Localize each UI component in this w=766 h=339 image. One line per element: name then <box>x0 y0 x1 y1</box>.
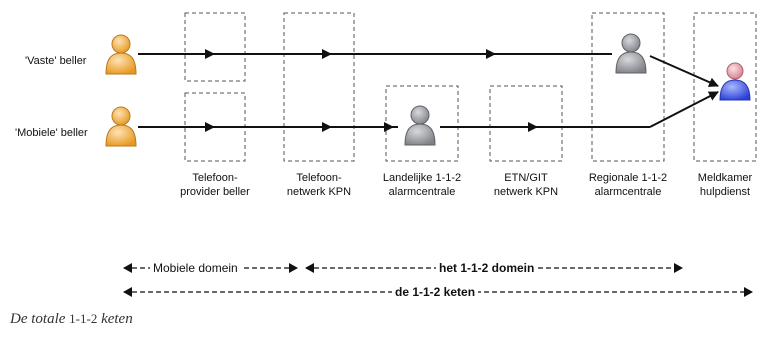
person-icon-vaste-beller <box>105 34 137 75</box>
box-telefoonprovider-top <box>184 12 246 82</box>
box-telefoonnetwerk <box>283 12 355 162</box>
label-regionale: Regionale 1-1-2 alarmcentrale <box>582 171 674 199</box>
domain-het112-label: het 1-1-2 domein <box>436 261 538 275</box>
label-meldkamer-line2: hulpdienst <box>699 186 751 198</box>
label-meldkamer: Meldkamer hulpdienst <box>679 171 766 199</box>
range-keten-left-arrow <box>123 287 132 297</box>
person-icon-regionale-operator <box>615 33 647 74</box>
arrow-mobiel-4 <box>528 122 538 132</box>
label-landelijke-line2: alarmcentrale <box>388 186 456 198</box>
range-het112-right-arrow <box>674 263 683 273</box>
person-icon-landelijke-operator <box>404 105 436 146</box>
domain-mobiel-label: Mobiele domein <box>150 261 241 275</box>
arrow-mobiel-2 <box>322 122 332 132</box>
label-etn-line1: ETN/GIT <box>504 172 548 184</box>
label-telefoonprovider-line1: Telefoon- <box>192 172 238 184</box>
label-telefoonnetwerk-line1: Telefoon- <box>296 172 342 184</box>
range-het112-left-arrow <box>305 263 314 273</box>
caption-number: 1-1-2 <box>69 311 98 326</box>
label-telefoonprovider: Telefoon- provider beller <box>169 171 261 199</box>
figure-caption: De totale 1-1-2 keten <box>10 311 133 328</box>
range-keten-right-arrow <box>744 287 753 297</box>
arrow-vast-2 <box>322 49 332 59</box>
label-regionale-line1: Regionale 1-1-2 <box>588 172 668 184</box>
label-etn-line2: netwerk KPN <box>493 186 559 198</box>
label-meldkamer-line1: Meldkamer <box>697 172 753 184</box>
label-vaste-beller: 'Vaste' beller <box>25 55 87 67</box>
arrow-vast-1 <box>205 49 215 59</box>
range-mobiel-left-arrow <box>123 263 132 273</box>
line-mobiel-to-meldkamer <box>649 91 719 128</box>
label-telefoonnetwerk: Telefoon- netwerk KPN <box>273 171 365 199</box>
box-meldkamer <box>693 12 757 162</box>
caption-prefix: De totale <box>10 311 70 327</box>
range-mobiel-right-arrow <box>289 263 298 273</box>
label-mobiele-beller: 'Mobiele' beller <box>15 127 88 139</box>
caption-suffix: keten <box>97 311 133 327</box>
label-telefoonprovider-line2: provider beller <box>180 186 250 198</box>
label-telefoonnetwerk-line2: netwerk KPN <box>286 186 352 198</box>
arrow-vast-3 <box>486 49 496 59</box>
domain-keten-label: de 1-1-2 keten <box>392 285 479 299</box>
arrow-mobiel-3 <box>384 122 394 132</box>
person-icon-meldkamer <box>719 62 751 101</box>
label-landelijke: Landelijke 1-1-2 alarmcentrale <box>376 171 468 199</box>
box-etn <box>489 85 563 162</box>
line-vast-to-meldkamer <box>649 55 719 87</box>
label-landelijke-line1: Landelijke 1-1-2 <box>382 172 462 184</box>
label-etn: ETN/GIT netwerk KPN <box>480 171 572 199</box>
box-landelijke <box>385 85 459 162</box>
label-regionale-line2: alarmcentrale <box>594 186 662 198</box>
person-icon-mobiele-beller <box>105 106 137 147</box>
box-regionale <box>591 12 665 162</box>
arrow-mobiel-1 <box>205 122 215 132</box>
